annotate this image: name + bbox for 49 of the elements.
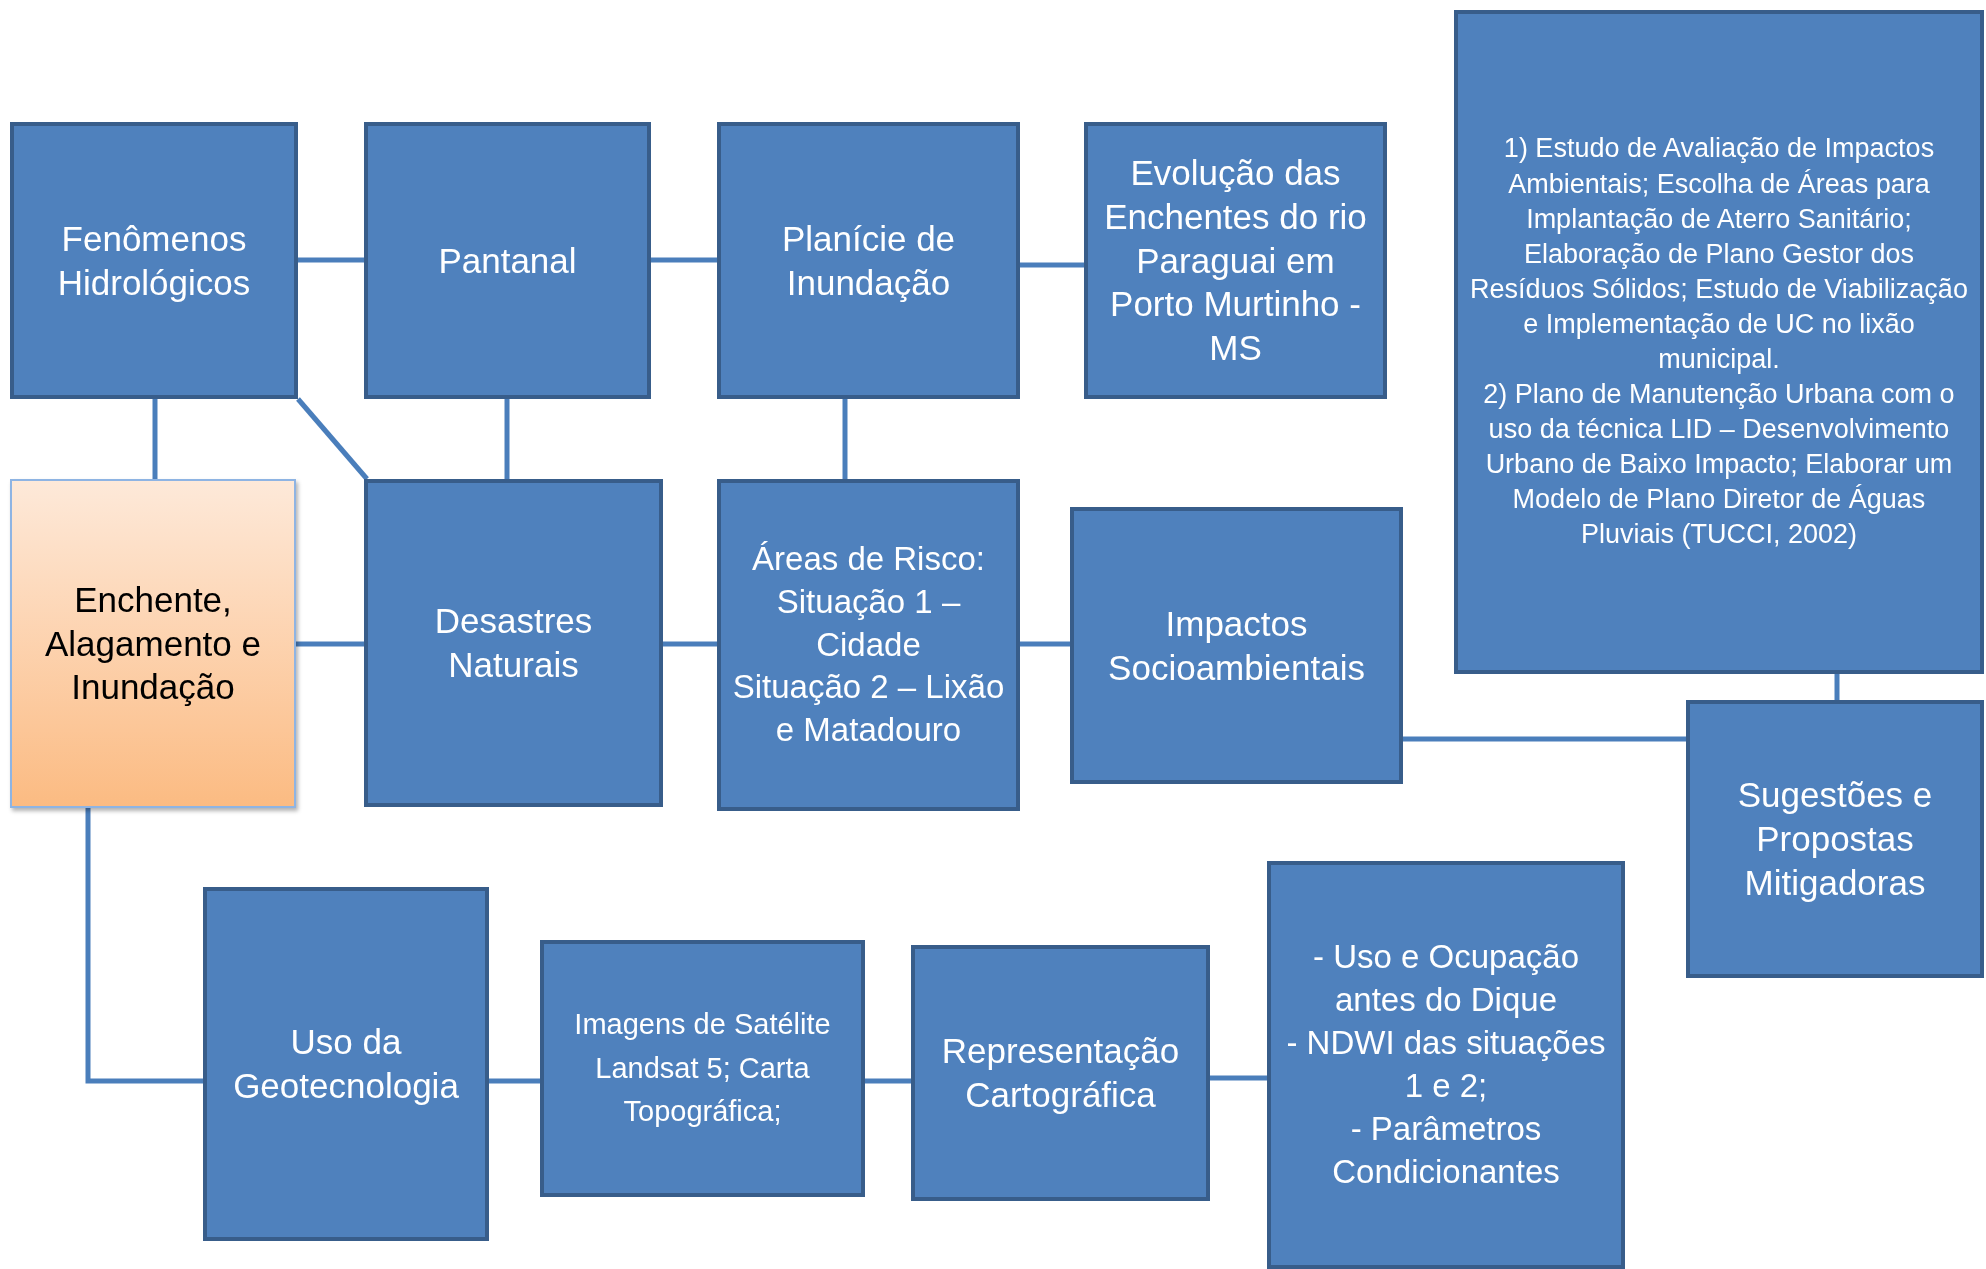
process-box (1267, 861, 1625, 1269)
process-box (364, 479, 663, 807)
process-box (364, 122, 651, 399)
process-box (540, 940, 865, 1197)
box-text: Áreas de Risco: (752, 538, 985, 579)
connector-line (1403, 736, 1686, 742)
box-text: Evolução das Enchentes do rio Paraguai em Porto Murtinho - MS (1103, 152, 1368, 370)
box-text: Enchente, Alagamento e Inundação (44, 578, 262, 709)
connector-line (296, 397, 369, 481)
box-text: Uso da Geotecnologia (232, 1021, 460, 1107)
connector-line (842, 399, 848, 479)
connector-line (1020, 262, 1084, 268)
connector-line (85, 808, 203, 1084)
box-text: 1) Estudo de Avaliação de Impactos Ambientais; Escolha de Áreas para Implantação de Aterro Sanitário; Elaboração de Plano Gestor dos Resíduos Sólidos; Estudo de Viabilização e Implementação de UC no lixão municipal. (1469, 132, 1969, 376)
connector-line (663, 641, 717, 647)
process-box (1454, 10, 1984, 674)
box-text: Imagens de Satélite Landsat 5; Carta Topográfica; (573, 1007, 832, 1130)
connector-line (489, 1078, 540, 1084)
process-box (1686, 700, 1984, 978)
connector-line (1020, 641, 1070, 647)
connector-line (1834, 674, 1840, 700)
highlight-box (10, 479, 296, 808)
process-box (10, 122, 298, 399)
box-text: - NDWI das situações 1 e 2; (1285, 1023, 1607, 1106)
process-box (203, 887, 489, 1241)
connector-line (296, 641, 364, 647)
process-box (1070, 507, 1403, 784)
connector-line (504, 399, 510, 479)
box-text: Planície de Inundação (780, 217, 957, 304)
process-box (1084, 122, 1387, 399)
process-box (717, 479, 1020, 811)
box-text: Situação 1 – Cidade (775, 581, 962, 665)
box-text: - Parâmetros Condicionantes (1331, 1108, 1561, 1192)
connector-line (1210, 1075, 1267, 1081)
connector-line (865, 1078, 911, 1084)
box-text: Sugestões e Propostas Mitigadoras (1736, 774, 1934, 904)
box-text: - Uso e Ocupação antes do Dique (1312, 937, 1580, 1021)
box-text: Impactos Socioambientais (1107, 602, 1366, 689)
box-text: Fenômenos Hidrológicos (56, 217, 252, 304)
connector-line (152, 399, 158, 479)
box-text: 2) Plano de Manutenção Urbana com o uso da técnica LID – Desenvolvimento Urbano de Baixo Impacto; Elaborar um Modelo de Plano Diretor de Águas Pluviais (TUCCI, 2002) (1482, 378, 1956, 552)
box-text: Desastres Naturais (433, 600, 594, 686)
box-text: Pantanal (438, 239, 577, 282)
connector-line (298, 257, 364, 263)
process-box (911, 945, 1210, 1201)
process-box (717, 122, 1020, 399)
box-text: Representação Cartográfica (940, 1030, 1181, 1116)
connector-line (651, 257, 717, 263)
box-text: Situação 2 – Lixão e Matadouro (731, 667, 1006, 751)
